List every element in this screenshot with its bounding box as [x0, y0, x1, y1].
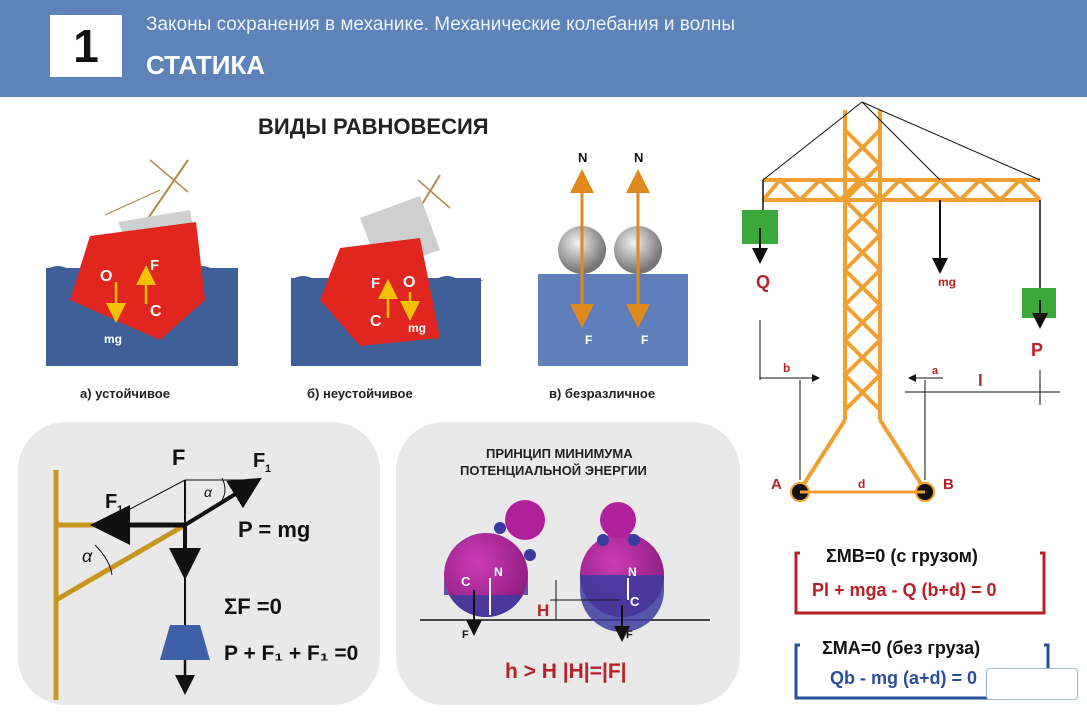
label-a-point: A	[771, 476, 782, 493]
ship-stable: O F C mg	[46, 159, 238, 366]
svg-text:N: N	[628, 565, 637, 579]
label-l: l	[978, 371, 983, 390]
svg-text:C: C	[370, 313, 382, 330]
svg-text:ΣMB=0 (с грузом): ΣMB=0 (с грузом)	[826, 546, 978, 566]
balls-indifferent: N N F F	[538, 150, 688, 366]
svg-text:Qb - mg (a+d) = 0: Qb - mg (a+d) = 0	[830, 668, 977, 688]
svg-text:1: 1	[117, 504, 123, 516]
vector-sum: P + F₁ + F₁ =0	[224, 642, 358, 665]
label-d: d	[858, 477, 865, 491]
caption-unstable: б) неустойчивое	[307, 386, 413, 401]
svg-text:F: F	[150, 257, 159, 274]
hanging-weight	[160, 625, 210, 660]
svg-text:N: N	[494, 565, 503, 579]
page-title: СТАТИКА	[146, 50, 266, 80]
svg-text:F: F	[371, 275, 380, 292]
potential-formula: h > H |H|=|F|	[505, 660, 627, 683]
svg-text:O: O	[403, 274, 415, 291]
svg-text:N: N	[578, 150, 587, 165]
label-mg-a: mg	[104, 332, 122, 346]
moment-equation-1: ΣMB=0 (с грузом) Pl + mga - Q (b+d) = 0	[794, 546, 1046, 615]
caption-stable: а) устойчивое	[80, 386, 170, 401]
svg-text:F: F	[585, 333, 592, 347]
svg-text:F: F	[641, 333, 648, 347]
label-q: Q	[756, 272, 770, 292]
svg-text:1: 1	[265, 463, 271, 475]
crane-rigging	[742, 101, 1060, 502]
label-mg: mg	[938, 275, 956, 289]
svg-text:C: C	[461, 574, 471, 589]
table-surface	[538, 274, 688, 366]
svg-text:F: F	[105, 491, 117, 513]
potential-title-1: ПРИНЦИП МИНИМУМА	[486, 446, 633, 461]
svg-text:H: H	[537, 601, 549, 620]
p-eq-mg: P = mg	[238, 517, 310, 542]
svg-text:ΣMA=0 (без груза): ΣMA=0 (без груза)	[822, 638, 980, 658]
label-b-point: B	[943, 476, 954, 493]
svg-text:α: α	[82, 546, 93, 566]
publisher-logo	[986, 668, 1078, 700]
svg-text:Pl + mga - Q (b+d) = 0: Pl + mga - Q (b+d) = 0	[812, 580, 997, 600]
label-o-a: O	[100, 268, 112, 285]
section-number: 1	[50, 15, 122, 77]
moment-equation-2: ΣMA=0 (без груза) Qb - mg (a+d) = 0	[794, 638, 1050, 700]
label-c-a: C	[150, 303, 162, 320]
equilibrium-title: ВИДЫ РАВНОВЕСИЯ	[258, 114, 489, 139]
header-bar: 1 Законы сохранения в механике. Механиче…	[0, 0, 1087, 97]
potential-diagram: ПРИНЦИП МИНИМУМА ПОТЕНЦИАЛЬНОЙ ЭНЕРГИИ C…	[420, 446, 710, 683]
svg-text:F: F	[626, 629, 633, 641]
label-p: P	[1031, 340, 1043, 360]
caption-indifferent: в) безразличное	[549, 386, 655, 401]
sum-f-label: ΣF =0	[224, 594, 282, 619]
label-b: b	[783, 361, 790, 375]
svg-text:F: F	[172, 445, 185, 470]
svg-text:N: N	[634, 150, 643, 165]
svg-text:α: α	[204, 484, 213, 500]
svg-text:F: F	[462, 629, 469, 641]
svg-text:F: F	[253, 450, 265, 472]
svg-text:mg: mg	[408, 321, 426, 335]
page-subtitle: Законы сохранения в механике. Механическ…	[146, 14, 736, 35]
ship-unstable: O F C mg	[291, 174, 483, 366]
potential-title-2: ПОТЕНЦИАЛЬНОЙ ЭНЕРГИИ	[460, 463, 647, 478]
crane-diagram	[761, 110, 1042, 492]
svg-text:C: C	[630, 594, 640, 609]
label-a: a	[932, 365, 939, 377]
bracket-diagram: F F 1 F 1 α α P = mg ΣF =0 P + F₁ + F₁ =…	[53, 445, 358, 700]
